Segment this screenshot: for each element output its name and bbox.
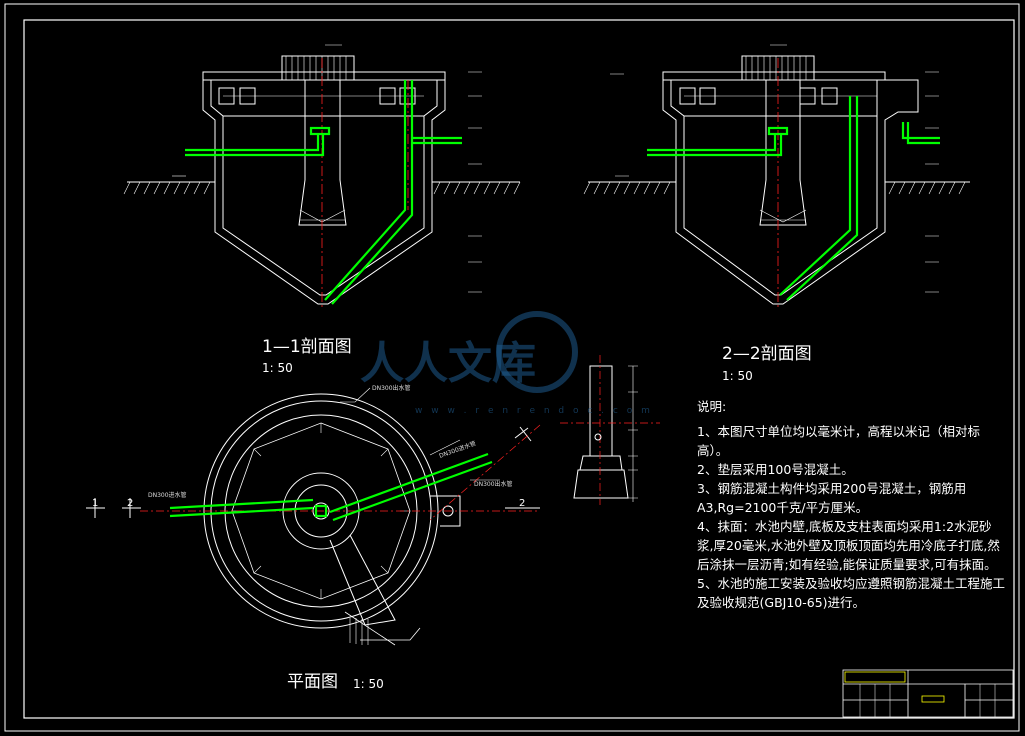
section-2-title: 2—2剖面图 [722, 344, 812, 364]
inner-border [23, 19, 1015, 719]
plan-drawing [86, 387, 541, 646]
cut-mark-1: 1 [92, 498, 98, 509]
design-notes: 说明: 1、本图尺寸单位均以毫米计，高程以米记（相对标高）。 2、垫层采用100… [697, 397, 1007, 612]
section-1-scale: 1: 50 [262, 361, 293, 375]
plan-title: 平面图 [287, 672, 338, 692]
plan-scale: 1: 50 [353, 677, 384, 691]
label-pipe-diag: DN300进水管 [438, 439, 477, 460]
label-pipe-right: DN300出水管 [474, 480, 513, 488]
section-2-pipes [647, 96, 940, 301]
label-outlet-top: DN300出水管 [372, 384, 411, 392]
label-inlet-left: DN300进水管 [148, 491, 187, 499]
note-item: 5、水池的施工安装及验收均应遵照钢筋混凝土工程施工及验收规范(GBJ10-65)… [697, 576, 1005, 610]
section-1-drawing [123, 44, 521, 308]
outer-border [4, 3, 1020, 732]
cut-mark-2-right: 2 [519, 498, 525, 509]
watermark: 人人文库 w w w . r e n r e n d o c . c o m [360, 311, 653, 416]
section-2-drawing [583, 44, 970, 308]
plan-pipes [169, 452, 493, 522]
note-item: 3、钢筋混凝土构件均采用200号混凝土，钢筋用A3,Rg=2100千克/平方厘米… [697, 481, 967, 515]
cut-mark-2: 2 [127, 498, 133, 509]
column-detail [560, 355, 660, 505]
watermark-url: w w w . r e n r e n d o c . c o m [415, 406, 653, 416]
title-block [842, 669, 1014, 718]
section-1-pipes [185, 80, 462, 305]
note-item: 4、抹面：水池内壁,底板及支柱表面均采用1:2水泥砂浆,厚20毫米,水池外壁及顶… [697, 519, 1000, 572]
note-item: 2、垫层采用100号混凝土。 [697, 462, 854, 477]
watermark-text: 人人文库 [360, 338, 536, 389]
note-item: 1、本图尺寸单位均以毫米计，高程以米记（相对标高）。 [697, 424, 980, 458]
notes-heading: 说明: [697, 399, 727, 414]
section-1-title: 1—1剖面图 [262, 337, 352, 357]
section-2-scale: 1: 50 [722, 369, 753, 383]
